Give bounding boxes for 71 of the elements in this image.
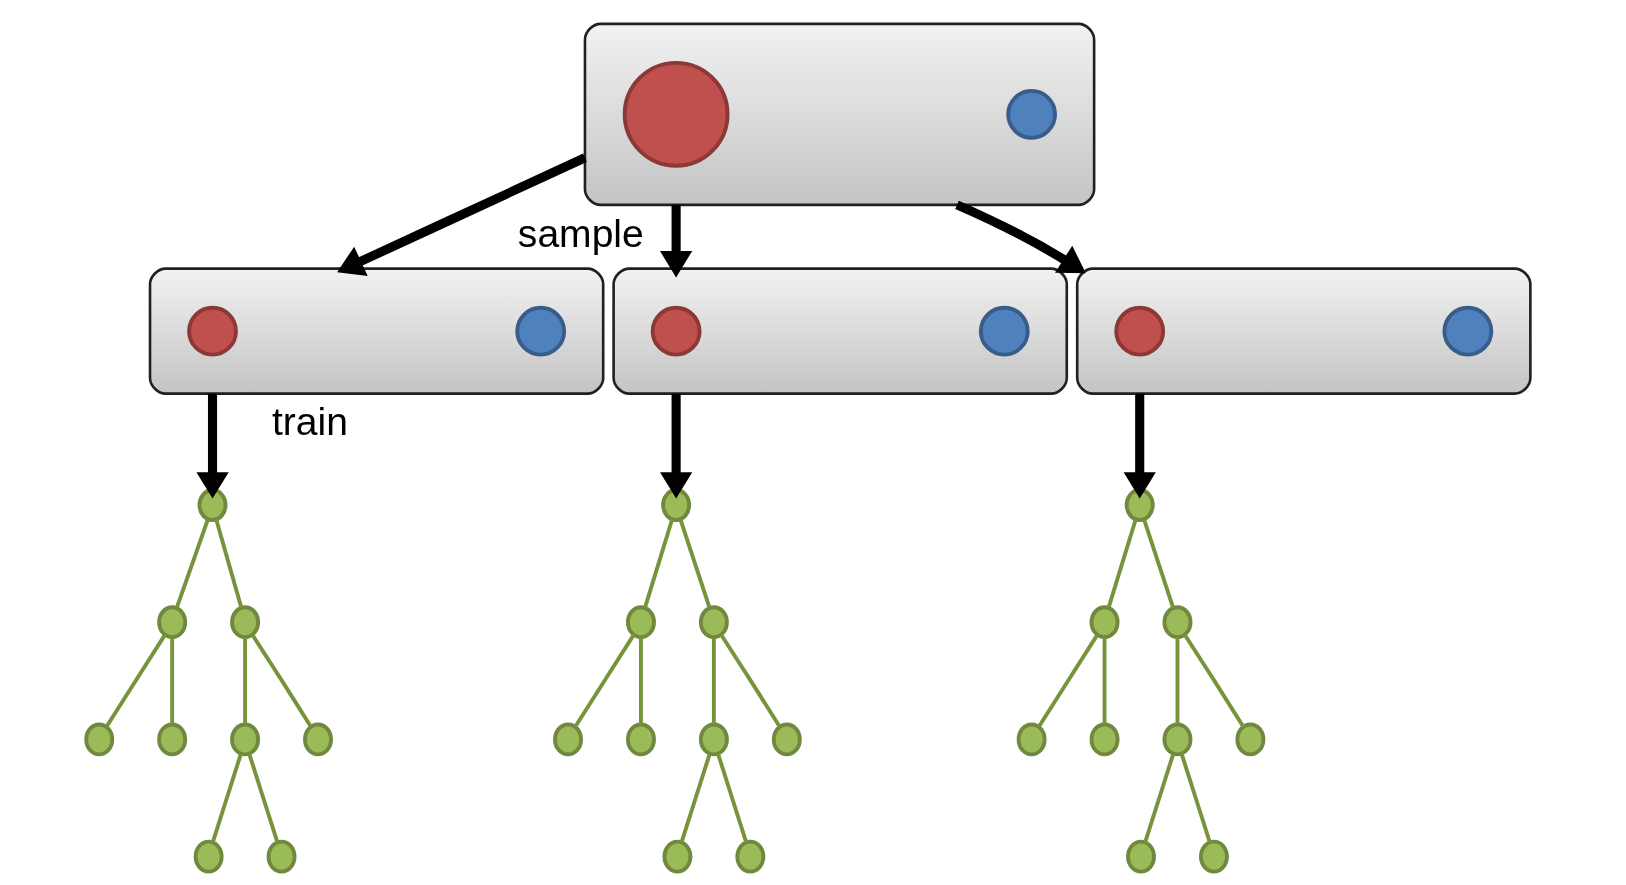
- connector: [1106, 518, 1138, 609]
- connector: [169, 637, 174, 725]
- connector: [1141, 518, 1175, 609]
- node-circle: [197, 488, 227, 522]
- node-circle: [1005, 88, 1057, 140]
- connector: [1102, 637, 1106, 725]
- node-circle: [1198, 839, 1229, 874]
- arrow: [659, 204, 692, 278]
- node-circle: [660, 488, 691, 522]
- connector: [174, 518, 210, 609]
- node-circle: [1016, 722, 1047, 757]
- node-circle: [229, 722, 260, 757]
- node-circle: [1162, 722, 1192, 757]
- node-circle: [1162, 605, 1192, 640]
- arrow: [336, 153, 587, 276]
- cluster: [148, 267, 604, 395]
- connector: [715, 753, 748, 843]
- node-circle: [698, 605, 729, 640]
- connector: [1179, 753, 1212, 843]
- node-circle: [1124, 488, 1155, 522]
- node-circle: [514, 305, 566, 357]
- connector: [246, 753, 279, 843]
- node-circle: [1113, 305, 1165, 357]
- arrow: [1123, 393, 1156, 499]
- node-circle: [1089, 722, 1120, 757]
- connector: [642, 518, 674, 609]
- connector: [213, 518, 243, 609]
- node-circle: [266, 839, 296, 874]
- node-circle: [771, 722, 802, 757]
- connector: [210, 753, 243, 843]
- connector: [678, 518, 711, 609]
- arrow: [195, 393, 229, 499]
- connector: [573, 633, 635, 728]
- node-circle: [156, 605, 187, 640]
- arrow: [659, 393, 692, 499]
- connector: [242, 637, 247, 725]
- node-circle: [229, 605, 260, 640]
- connector: [638, 637, 643, 725]
- connector: [104, 633, 167, 728]
- node-circle: [625, 605, 656, 640]
- node-circle: [734, 839, 765, 874]
- node-circle: [622, 60, 729, 168]
- node-circle: [186, 305, 238, 357]
- node-circle: [1441, 305, 1493, 357]
- node-circle: [661, 839, 692, 874]
- node-circle: [1125, 839, 1156, 874]
- connector: [711, 637, 716, 725]
- cluster: [583, 22, 1095, 207]
- connector: [719, 633, 781, 728]
- node-circle: [978, 305, 1030, 357]
- node-circle: [83, 722, 114, 757]
- node-circle: [650, 305, 701, 357]
- node-circle: [1089, 605, 1120, 640]
- node-circle: [625, 722, 656, 757]
- connector: [1175, 637, 1179, 725]
- edge-label: sample: [517, 211, 644, 255]
- cluster: [611, 267, 1068, 395]
- node-circle: [552, 722, 583, 757]
- node-circle: [698, 722, 729, 757]
- node-circle: [302, 722, 333, 757]
- node-circle: [156, 722, 187, 757]
- connector: [1142, 753, 1175, 843]
- edge-label: train: [271, 400, 348, 444]
- connector: [1036, 633, 1099, 728]
- cluster: [1075, 267, 1532, 395]
- node-circle: [1234, 722, 1265, 757]
- arrow: [954, 200, 1086, 274]
- connector: [679, 753, 712, 843]
- node-circle: [193, 839, 224, 874]
- connector: [250, 633, 312, 728]
- connector: [1182, 633, 1245, 728]
